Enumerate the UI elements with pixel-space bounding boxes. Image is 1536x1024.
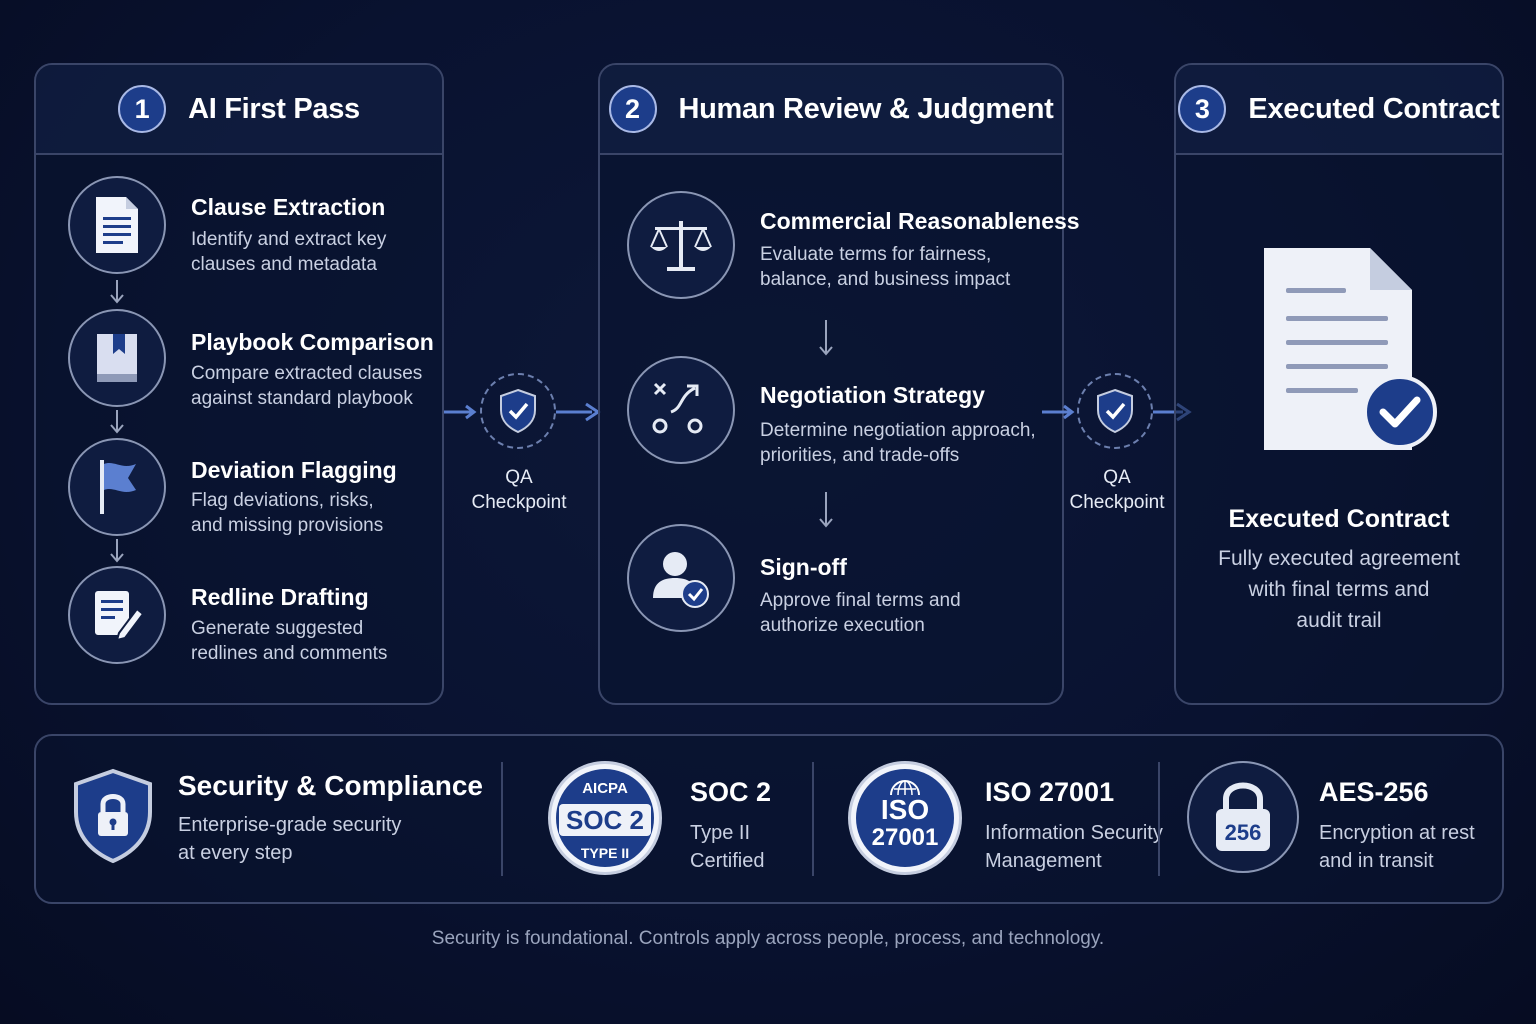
scales-icon xyxy=(627,191,735,299)
iso-desc: Information Security Management xyxy=(985,822,1163,872)
lock-shield-icon xyxy=(74,768,152,864)
down-arrow-icon xyxy=(110,539,124,563)
user-check-icon xyxy=(627,524,735,632)
stage-3-title: Executed Contract xyxy=(1248,92,1500,125)
step-deviation-flagging-title: Deviation Flagging xyxy=(191,457,397,483)
step-playbook-comparison-title: Playbook Comparison xyxy=(191,329,434,355)
stage-1-number: 1 xyxy=(118,85,167,133)
soc2-badge: AICPA SOC 2 TYPE II xyxy=(548,761,662,875)
flag-icon xyxy=(68,438,166,536)
stage-1-header: 1 AI First Pass xyxy=(36,65,442,155)
flow-arrow-icon xyxy=(1042,404,1075,420)
step-sign-off-title: Sign-off xyxy=(760,554,847,580)
iso-27001-badge: ISO 27001 xyxy=(848,761,962,875)
result-title: Executed Contract xyxy=(1228,505,1450,533)
divider xyxy=(812,762,814,876)
step-redline-drafting-desc: Generate suggested redlines and comments xyxy=(191,618,388,664)
aes-badge-main: 256 xyxy=(1224,820,1262,845)
stage-2-header: 2 Human Review & Judgment xyxy=(600,65,1062,155)
flow-arrow-icon xyxy=(444,404,477,420)
aes-title: AES-256 xyxy=(1319,777,1429,807)
soc2-title: SOC 2 xyxy=(690,777,772,807)
stage-3-number: 3 xyxy=(1178,85,1227,133)
soc2-badge-top: AICPA xyxy=(582,780,628,797)
step-commercial-reasonableness-desc: Evaluate terms for fairness, balance, an… xyxy=(760,244,1011,290)
result-description: Fully executed agreement with final term… xyxy=(1218,547,1460,632)
step-clause-extraction-desc: Identify and extract key clauses and met… xyxy=(191,229,387,275)
down-arrow-icon xyxy=(819,492,833,528)
stage-2-number: 2 xyxy=(608,85,657,133)
soc2-desc: Type II Certified xyxy=(690,822,765,872)
qa-checkpoint-label: QA Checkpoint xyxy=(471,467,567,513)
divider xyxy=(501,762,503,876)
document-icon xyxy=(68,176,166,274)
stage-3-header: 3 Executed Contract xyxy=(1176,65,1502,155)
stage-1-title: AI First Pass xyxy=(188,92,360,125)
divider xyxy=(1158,762,1160,876)
soc2-badge-bottom: TYPE II xyxy=(580,845,630,861)
aes-desc: Encryption at rest and in transit xyxy=(1319,822,1475,872)
signed-document-icon xyxy=(1264,248,1437,450)
down-arrow-icon xyxy=(819,320,833,356)
step-deviation-flagging-desc: Flag deviations, risks, and missing prov… xyxy=(191,490,384,536)
soc2-badge-main: SOC 2 xyxy=(565,805,645,835)
security-title: Security & Compliance xyxy=(178,770,483,801)
step-commercial-reasonableness-title: Commercial Reasonableness xyxy=(760,208,1080,234)
step-negotiation-strategy-desc: Determine negotiation approach, prioriti… xyxy=(760,420,1036,466)
iso-title: ISO 27001 xyxy=(985,777,1115,807)
stage-2-title: Human Review & Judgment xyxy=(678,92,1054,125)
qa-checkpoint-label: QA Checkpoint xyxy=(1069,467,1165,513)
iso-badge-main: ISO xyxy=(880,794,930,825)
step-negotiation-strategy-title: Negotiation Strategy xyxy=(760,382,985,408)
down-arrow-icon xyxy=(110,280,124,304)
padlock-icon xyxy=(1216,782,1270,851)
down-arrow-icon xyxy=(110,410,124,434)
edit-document-icon xyxy=(68,566,166,664)
strategy-play-icon xyxy=(627,356,735,464)
shield-check-icon xyxy=(1077,373,1153,449)
globe-icon xyxy=(890,780,920,796)
aes-256-badge: 256 xyxy=(1187,761,1299,873)
security-subtitle: Enterprise-grade security at every step xyxy=(178,814,402,864)
step-playbook-comparison-desc: Compare extracted clauses against standa… xyxy=(191,363,423,409)
step-sign-off-desc: Approve final terms and authorize execut… xyxy=(760,590,961,636)
book-icon xyxy=(68,309,166,407)
flow-arrow-icon xyxy=(556,402,601,422)
footer-note: Security is foundational. Controls apply… xyxy=(431,928,1105,949)
step-redline-drafting-title: Redline Drafting xyxy=(191,584,369,610)
step-clause-extraction-title: Clause Extraction xyxy=(191,194,386,220)
iso-badge-bottom: 27001 xyxy=(871,824,939,851)
shield-check-icon xyxy=(480,373,556,449)
